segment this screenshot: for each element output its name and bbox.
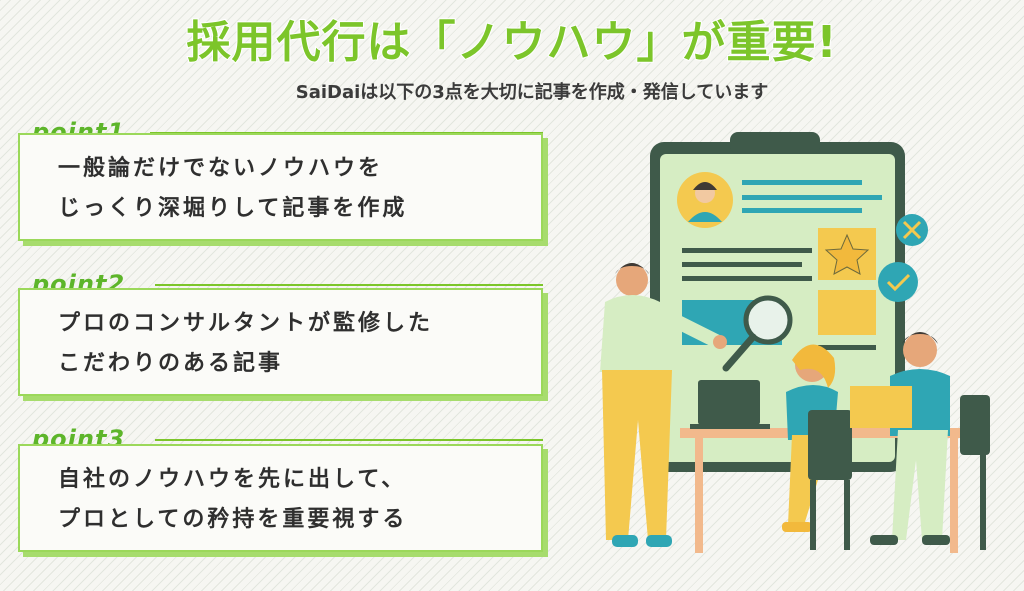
point1-text: 一般論だけでないノウハウを じっくり深堀りして記事を作成 [58, 149, 407, 229]
point3-divider [155, 439, 543, 441]
clipboard-clip [730, 132, 820, 154]
check-badge-icon [878, 262, 918, 302]
point2-line2: こだわりのある記事 [58, 351, 284, 376]
page-title: 採用代行は「ノウハウ」が重要! [185, 16, 838, 69]
point3-line2: プロとしての矜持を重要視する [58, 507, 408, 532]
seated-man-head [903, 333, 937, 367]
laptop-icon [698, 380, 760, 425]
star-icon [824, 233, 870, 275]
point3-card: 自社のノウハウを先に出して、 プロとしての矜持を重要視する [18, 444, 543, 552]
point1-card: 一般論だけでないノウハウを じっくり深堀りして記事を作成 [18, 133, 543, 241]
point2-card: プロのコンサルタントが監修した こだわりのある記事 [18, 288, 543, 396]
avatar-hair [693, 182, 717, 190]
point2-divider [155, 284, 543, 286]
avatar-body [688, 212, 722, 222]
man-head [616, 264, 648, 296]
man-pants [602, 370, 672, 540]
magnifier-icon [743, 295, 793, 345]
chair-icon [808, 410, 852, 480]
point2-line1: プロのコンサルタントが監修した [58, 311, 434, 336]
point1-line2: じっくり深堀りして記事を作成 [58, 196, 408, 221]
point2-text: プロのコンサルタントが監修した こだわりのある記事 [58, 304, 433, 384]
point1-line1: 一般論だけでないノウハウを [58, 156, 384, 181]
team-meeting-illustration [600, 132, 990, 553]
point3-text: 自社のノウハウを先に出して、 プロとしての矜持を重要視する [58, 460, 407, 540]
seated-laptop [850, 386, 912, 428]
point3-line1: 自社のノウハウを先に出して、 [58, 467, 407, 492]
page-subtitle: SaiDaiは以下の3点を大切に記事を作成・発信しています [295, 82, 769, 103]
